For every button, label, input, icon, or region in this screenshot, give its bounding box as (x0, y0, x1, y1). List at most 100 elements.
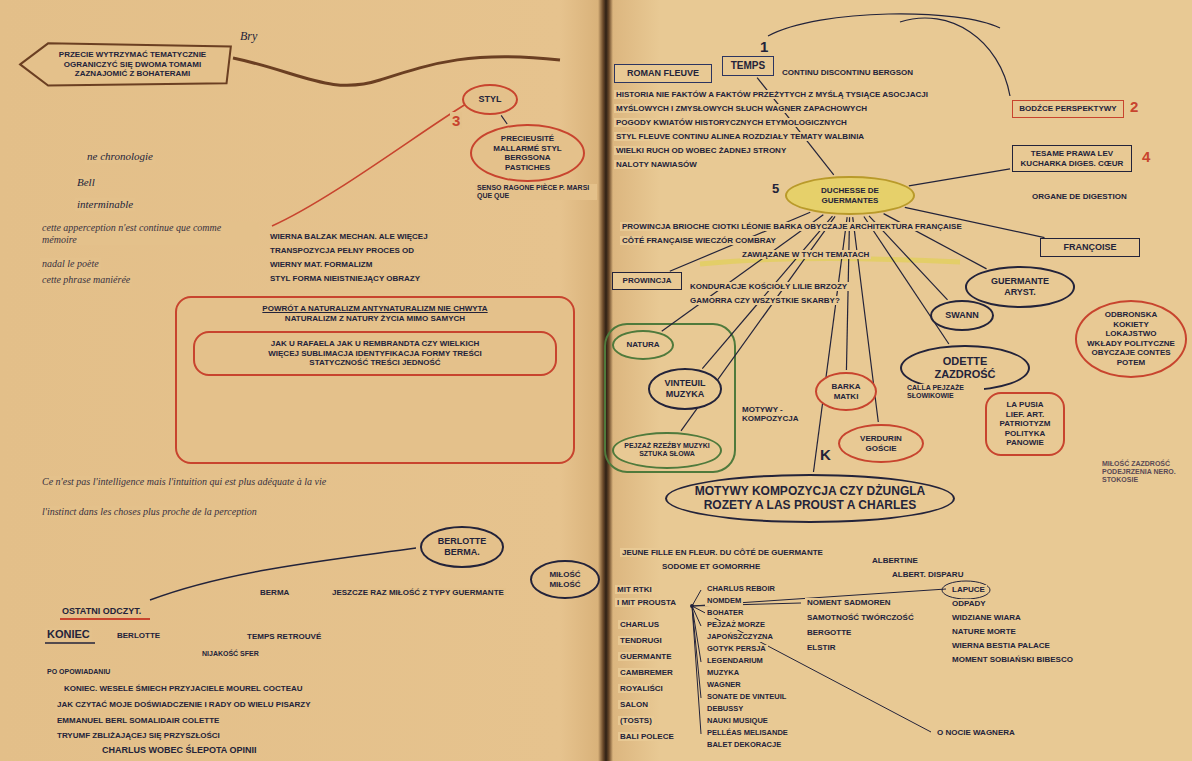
title-note: PRZECIE WYTRZYMAĆ TEMATYCZNIE OGRANICZYĆ… (18, 42, 233, 87)
note-text: CHARLUS (618, 620, 661, 629)
note-text: CÔTÉ FRANÇAISE WIECZÓR COMBRAY (620, 236, 778, 245)
underline (45, 642, 95, 644)
fan-lines (692, 589, 946, 734)
circled-word: GUERMANTE ARYST. (965, 266, 1075, 308)
brown-wavy-line (233, 57, 560, 86)
note-text: WIERNA BALZAK MECHAN. ALE WIĘCEJ (268, 232, 430, 241)
handwritten-note: Ce n'est pas l'intelligence mais l'intui… (40, 476, 328, 488)
node-text: TEMPS (728, 60, 768, 72)
note-text: BERMA (258, 588, 291, 597)
boxed-word: FRANÇOISE (1040, 238, 1140, 257)
circled-note: MIŁOŚĆ MIŁOŚĆ (530, 560, 600, 599)
circled-word: VINTEUIL MUZYKA (648, 368, 722, 410)
note-text: WIERNA BESTIA PALACE (950, 641, 1052, 650)
boxed-note: TESAME PRAWA LEV KUCHARKA DIGES. CŒUR (1012, 145, 1132, 172)
note-text: ALBERTINE (870, 556, 920, 565)
note-text: MIT RTKI (615, 585, 654, 594)
callout-number: 4 (1140, 148, 1152, 165)
note-text: CALLA PEJZAŻE SŁOWIKOWIE (905, 384, 984, 400)
node-text: BODŹCE PERSPEKTYWY (1018, 104, 1118, 114)
note-text: KONIEC (45, 628, 92, 641)
note-text: BOHATER (705, 609, 746, 618)
callout-number: K (818, 446, 833, 463)
note-text: OSTATNI ODCZYT. (60, 606, 143, 616)
node-text: ODBRONSKA KOKIETY LOKAJSTWO WKŁADY POLIT… (1087, 310, 1175, 358)
connector (909, 169, 1010, 186)
circled-note: ODBRONSKA KOKIETY LOKAJSTWO WKŁADY POLIT… (1075, 300, 1187, 378)
node-text: BARKA MATKI (827, 382, 865, 401)
handwritten-note: nadal le poète (40, 258, 101, 270)
node-text: PROWINCJA (618, 276, 676, 286)
note-text: TEMPS RETROUVÉ (245, 632, 323, 641)
red-leader (272, 104, 466, 226)
node-text: VERDURIN GOŚCIE (850, 434, 912, 453)
note-text: ELSTIR (805, 643, 837, 652)
handwritten-note: Bry (238, 30, 259, 44)
note-text: NIJAKOŚĆ SFER (200, 650, 261, 658)
callout-number: 1 (758, 38, 770, 55)
fan-origin (690, 604, 694, 608)
node-text: MALLARMÉ STYL BERGSONA PASTICHES (482, 144, 573, 173)
note-text: O NOCIE WAGNERA (935, 728, 1017, 737)
note-text: ORGANE DE DIGESTION (1030, 192, 1129, 201)
note-text: SALON (618, 700, 650, 709)
circled-note: MOTYWY KOMPOZYCJA CZY DŻUNGLAROZETY A LA… (665, 474, 955, 523)
handwritten-note: cette apperception n'est continue que co… (40, 222, 259, 245)
note-box: LA PUSIA LIEF. ART. PATRIOTYZM POLITYKA … (985, 392, 1065, 456)
circled-note: PEJZAŻ RZEŹBY MUZYKI SZTUKA SŁOWA (612, 432, 722, 469)
note-text: GOTYK PERSJA (705, 645, 768, 654)
note-text: HISTORIA NIE FAKTÓW A FAKTÓW PRZEŻYTYCH … (614, 90, 930, 99)
circled-word: STYL (462, 84, 518, 115)
note-text: POGODY KWIATÓW HISTORYCZNYCH ETYMOLOGICZ… (614, 118, 849, 127)
node-text: PRZECIE WYTRZYMAĆ TEMATYCZNIE OGRANICZYĆ… (44, 50, 221, 79)
node-text: FRANÇOISE (1046, 242, 1134, 253)
callout-number: 3 (450, 112, 462, 129)
note-text: MIŁOŚĆ ZAZDROŚĆ PODEJRZENIA NERO. STOKOS… (1100, 460, 1189, 484)
node-text: BERLOTTE BERMA. (432, 536, 492, 558)
note-box: POWRÓT A NATURALIZM ANTYNATURALIZM NIE C… (175, 296, 575, 464)
node-text: JAK U RAFAELA JAK U REMBRANDTA CZY WIELK… (205, 339, 545, 349)
note-text: TRANSPOZYCJA PEŁNY PROCES OD (268, 246, 416, 255)
note-text: KONIEC. WESELE ŚMIECH PRZYJACIELE MOUREL… (62, 684, 305, 693)
node-text: MIŁOŚĆ MIŁOŚĆ (542, 570, 588, 589)
handwritten-note: l'instinct dans les choses plus proche d… (40, 506, 259, 518)
boxed-word: ROMAN FLEUVE (614, 64, 712, 83)
note-text: BERGOTTE (805, 628, 853, 637)
node-text: ROMAN FLEUVE (620, 68, 706, 79)
note-text: NAUKI MUSIQUE (705, 717, 770, 726)
note-text: STYL FORMA NIEISTNIEJĄCY OBRAZY (268, 274, 422, 283)
node-text: GUERMANTE ARYST. (977, 276, 1063, 298)
handwritten-note: interminable (75, 198, 135, 211)
note-box: JAK U RAFAELA JAK U REMBRANDTA CZY WIELK… (193, 331, 557, 376)
note-text: MOMENT SOBIAŃSKI BIBESCO (950, 655, 1075, 664)
handwritten-note: Bell (75, 176, 97, 189)
note-text: PEJZAŻ MORZE (705, 621, 767, 630)
note-text: BERLOTTE (115, 631, 162, 640)
node-text: VINTEUIL MUZYKA (660, 378, 710, 400)
note-text: CONTINU DISCONTINU BERGSON (780, 68, 915, 77)
circled-word: SWANN (930, 300, 994, 331)
note-text: STYL FLEUVE CONTINU ALINEA ROZDZIAŁY TEM… (614, 132, 866, 141)
note-text: LAPUCE (950, 585, 987, 594)
note-text: GUERMANTE (618, 652, 674, 661)
node-text: TESAME PRAWA LEV KUCHARKA DIGES. CŒUR (1018, 149, 1126, 168)
underline (60, 618, 150, 620)
note-text: KONDURACJE KOŚCIOŁY LILIE BRZOZY (688, 282, 849, 291)
node-text: PRECIEUSITÉ (482, 134, 573, 144)
note-text: WAGNER (705, 681, 743, 690)
note-text: NOMENT SADMOREN (805, 598, 893, 607)
node-text: MOTYWY KOMPOZYCJA CZY DŻUNGLA (677, 484, 943, 498)
note-text: TENDRUGI (618, 636, 664, 645)
ink-curve (900, 18, 1010, 96)
callout-number: 2 (1128, 98, 1140, 115)
connector (662, 215, 824, 331)
node-text: SWANN (942, 310, 982, 321)
note-text: ODPADY (950, 599, 988, 608)
note-text: DEBUSSY (705, 705, 745, 714)
note-text: SAMOTNOŚĆ TWÓRCZOŚĆ (805, 613, 916, 622)
note-text: JESZCZE RAZ MIŁOŚĆ Z TYPY GUERMANTE (330, 588, 506, 597)
boxed-word: PROWINCJA (612, 272, 682, 290)
note-text: TRYUMF ZBLIŻAJĄCEJ SIĘ PRZYSZŁOŚCI (55, 731, 222, 740)
note-text: JEUNE FILLE EN FLEUR. DU CÔTÉ DE GUERMAN… (620, 548, 825, 557)
